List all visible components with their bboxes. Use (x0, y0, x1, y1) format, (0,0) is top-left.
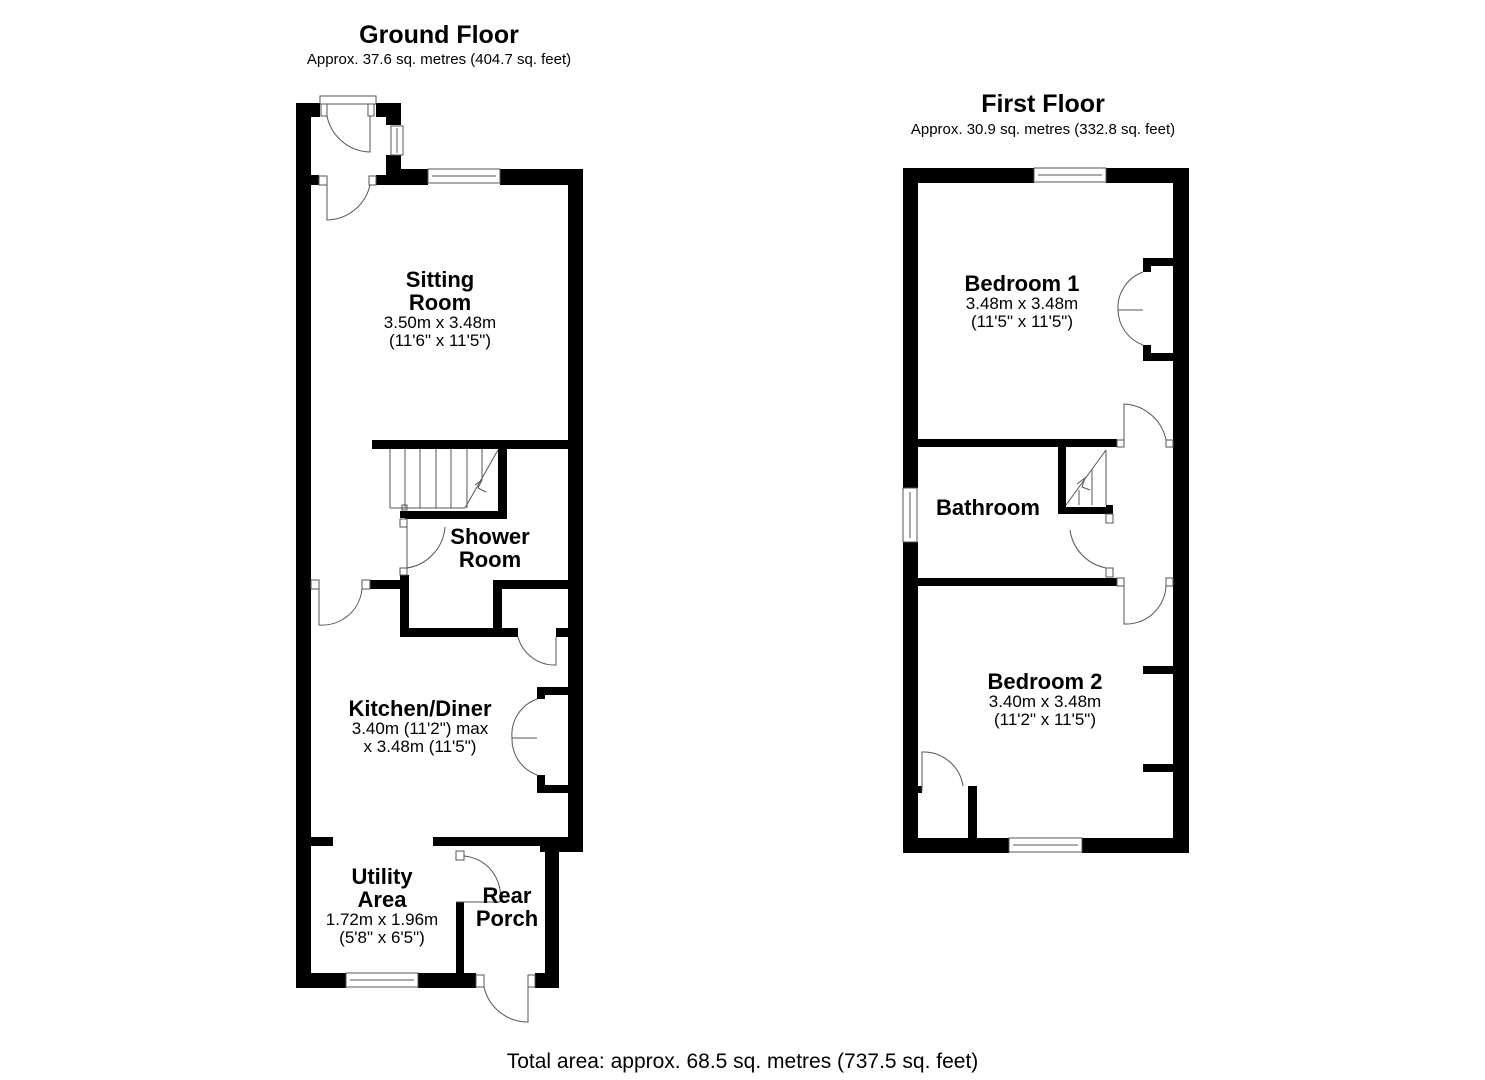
room-dimensions-imperial: (11'6" x 11'5") (388, 331, 492, 351)
ground-floor-title: Ground Floor (359, 21, 519, 49)
room-label-bathroom: Bathroom (925, 496, 1051, 519)
ground-floor-area: Approx. 37.6 sq. metres (404.7 sq. feet) (306, 51, 572, 68)
room-dimensions-metric: 3.40m (11'2") max (351, 719, 489, 739)
first-floor-walls (903, 168, 1189, 853)
room-dimensions-imperial: x 3.48m (11'5") (363, 736, 477, 756)
room-label-rear-porch: Rear Porch (466, 884, 548, 930)
room-name: Shower (450, 524, 530, 549)
room-dimensions-imperial: (11'5" x 11'5") (970, 311, 1074, 331)
room-label-utility-area: Utility Area 1.72m x 1.96m (5'8" x 6'5") (312, 865, 452, 947)
room-dimensions-metric: 3.40m x 3.48m (988, 692, 1102, 712)
room-label-bedroom-2: Bedroom 2 3.40m x 3.48m (11'2" x 11'5") (945, 670, 1145, 729)
total-area: Total area: approx. 68.5 sq. metres (737… (506, 1050, 979, 1073)
room-name: Kitchen/Diner (348, 696, 492, 721)
ground-floor-fixtures (310, 95, 557, 1023)
room-name: Room (408, 290, 472, 316)
room-name: Room (458, 547, 522, 573)
room-name: Area (357, 887, 407, 913)
room-name: Sitting (405, 267, 475, 292)
first-floor-title: First Floor (981, 90, 1105, 118)
room-name: Rear (482, 883, 532, 908)
room-dimensions-imperial: (11'2" x 11'5") (993, 709, 1097, 729)
room-label-kitchen-diner: Kitchen/Diner 3.40m (11'2") max x 3.48m … (320, 697, 520, 756)
first-floor-fixtures (902, 167, 1174, 853)
room-dimensions-metric: 1.72m x 1.96m (325, 910, 439, 930)
room-name: Bedroom 2 (987, 669, 1103, 694)
room-name: Bedroom 1 (964, 271, 1080, 296)
first-floor-area: Approx. 30.9 sq. metres (332.8 sq. feet) (910, 121, 1176, 138)
room-name: Utility (351, 864, 413, 889)
room-name: Bathroom (936, 495, 1040, 520)
room-dimensions-metric: 3.50m x 3.48m (383, 313, 497, 333)
ground-floor-walls (296, 103, 583, 988)
room-label-sitting-room: Sitting Room 3.50m x 3.48m (11'6" x 11'5… (340, 268, 540, 350)
room-label-bedroom-1: Bedroom 1 3.48m x 3.48m (11'5" x 11'5") (922, 272, 1122, 331)
room-label-shower-room: Shower Room (430, 525, 550, 571)
room-dimensions-imperial: (5'8" x 6'5") (339, 928, 425, 948)
room-dimensions-metric: 3.48m x 3.48m (965, 294, 1079, 314)
room-name: Porch (475, 906, 539, 932)
